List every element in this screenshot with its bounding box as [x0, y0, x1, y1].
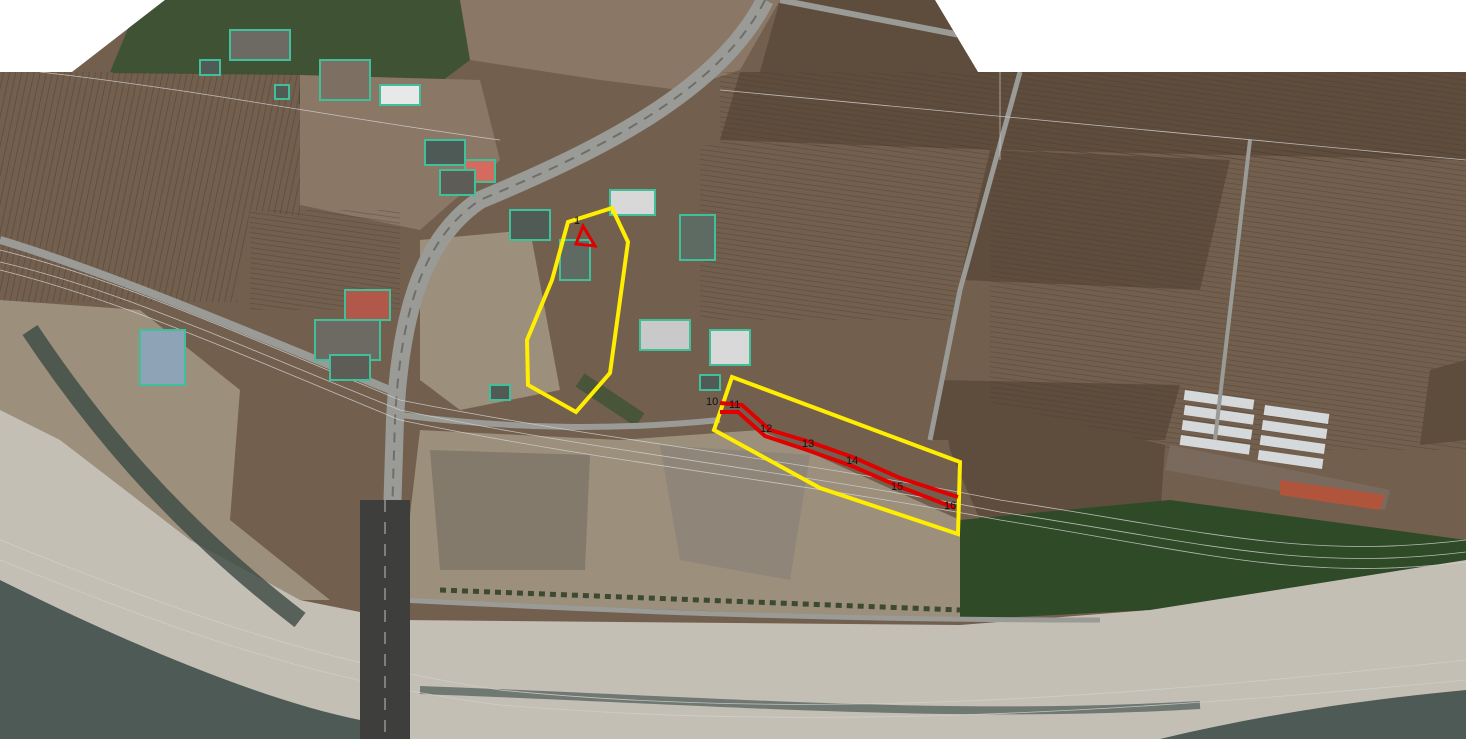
field-top-right — [760, 0, 978, 72]
building — [439, 169, 476, 196]
tree-cluster — [575, 373, 645, 427]
marker-labels: 1 10 11 12 13 14 15 16 — [574, 215, 956, 512]
industrial-roof — [1280, 480, 1385, 510]
field-right-d — [940, 390, 1165, 520]
building — [379, 84, 421, 106]
building — [559, 239, 591, 281]
building — [314, 319, 381, 361]
buildings — [139, 29, 751, 401]
marker-label-13: 13 — [802, 438, 814, 450]
red-triangle-marker[interactable] — [573, 222, 598, 248]
roads — [0, 0, 1252, 739]
building — [199, 59, 221, 76]
marker-label-15: 15 — [891, 481, 903, 493]
field-far-right-b — [1420, 360, 1466, 445]
channel-left — [22, 325, 306, 628]
building — [329, 354, 371, 381]
marker-label-12: 12 — [760, 423, 772, 435]
building — [679, 214, 716, 261]
map-lines — [0, 71, 1466, 718]
building — [489, 384, 511, 401]
building — [424, 139, 466, 166]
red-route-lower[interactable] — [720, 410, 956, 510]
building — [274, 84, 290, 100]
sports-field-a — [430, 450, 590, 570]
highlight-zone-north[interactable] — [524, 205, 631, 415]
marker-label-1: 1 — [574, 215, 580, 227]
building — [139, 329, 186, 386]
building — [639, 319, 691, 351]
building — [509, 209, 551, 241]
building — [699, 374, 721, 391]
building — [229, 29, 291, 61]
marker-label-14: 14 — [846, 455, 858, 467]
building — [344, 289, 391, 321]
field-center-right-furrows — [700, 145, 990, 320]
sports-field-b — [660, 445, 810, 580]
river-water-right — [1160, 690, 1466, 739]
marker-label-10: 10 — [706, 396, 718, 408]
river-water-left — [0, 580, 360, 739]
red-route-upper[interactable] — [719, 401, 959, 499]
building — [609, 189, 656, 216]
marker-label-11: 11 — [729, 399, 740, 411]
tree-row — [439, 587, 961, 613]
parking-area — [420, 230, 560, 410]
building — [319, 59, 371, 101]
marker-label-16: 16 — [944, 500, 956, 512]
building — [709, 329, 751, 366]
highlight-zone-east[interactable] — [711, 374, 963, 537]
